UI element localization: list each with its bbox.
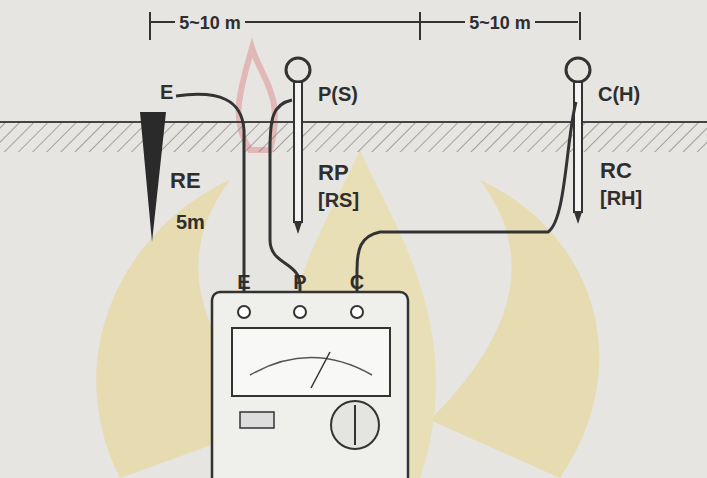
dimension-label: 5~10 m (465, 14, 535, 32)
resistance-label: [RS] (318, 190, 359, 210)
depth-label: 5m (176, 212, 205, 232)
terminal-label: C (350, 272, 364, 292)
electrode-label: P(S) (318, 84, 358, 104)
resistance-label: [RH] (600, 188, 642, 208)
earth-tester-meter (212, 292, 408, 478)
resistance-label: RP (318, 162, 349, 184)
terminal-label: P (293, 272, 306, 292)
dimension-lines (150, 12, 580, 40)
terminal-label: E (237, 272, 250, 292)
ground-line (0, 121, 707, 123)
potential-electrode (286, 58, 310, 234)
resistance-label: RE (170, 170, 201, 192)
electrode-label: E (160, 82, 173, 102)
watermark (96, 48, 599, 478)
test-leads (176, 94, 576, 305)
earth-electrode (140, 112, 166, 242)
dimension-label: 5~10 m (175, 14, 245, 32)
soil-hatch (0, 122, 707, 152)
resistance-label: RC (600, 160, 632, 182)
electrode-label: C(H) (598, 84, 640, 104)
